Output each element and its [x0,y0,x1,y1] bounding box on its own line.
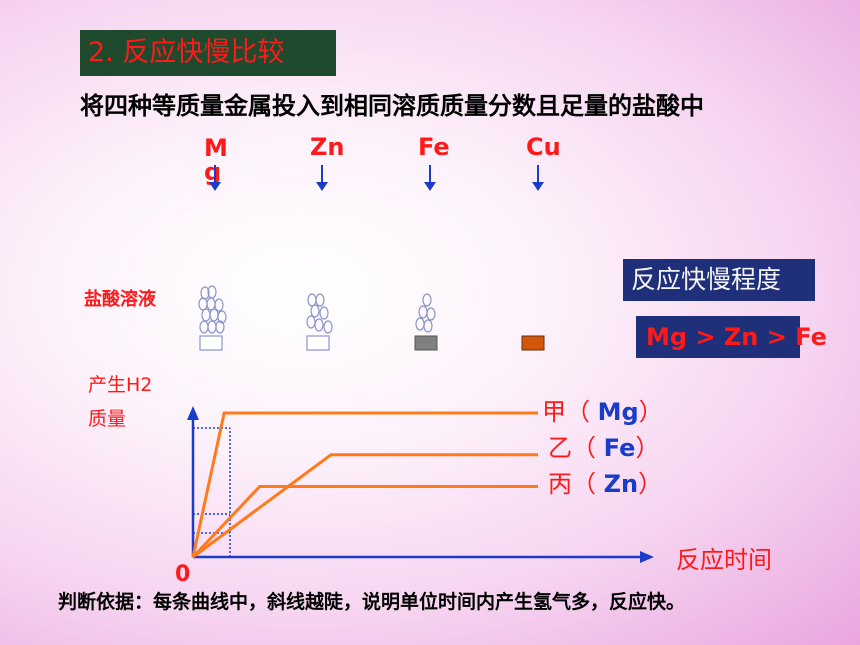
bubble-icon [323,320,333,334]
bubble-icon [215,320,225,334]
bubble-icon [315,293,325,307]
metal-label-fe: Fe [418,133,450,161]
y-axis-arrow-icon [187,406,199,420]
series-paren: （ [566,398,590,426]
series-paren: （ [572,434,596,462]
intro-text: 将四种等质量金属投入到相同溶质质量分数且足量的盐酸中 [80,92,704,120]
series-label-fe: 乙（ Fe） [548,428,659,463]
bubble-icon [214,298,224,312]
series-paren: ） [638,398,663,426]
down-arrow-icon [209,165,221,191]
bubble-icon [423,319,433,333]
acid-label: 盐酸溶液 [84,289,156,310]
page-title: 2. 反应快慢比较 [80,30,336,76]
bubble-icon [314,318,324,332]
footer-note: 判断依据：每条曲线中，斜线越陡，说明单位时间内产生氢气多，反应快。 [58,591,686,613]
metal-label-zn: Zn [310,133,345,161]
chart-ylabel: 产生H2 质量 [88,368,178,436]
bubble-icon [217,310,227,324]
x-axis-arrow-icon [640,551,654,563]
metal-block-cu [521,335,545,351]
series-metal: Fe [603,434,636,462]
bubble-icon [422,293,432,307]
series-label-mg: 甲（ Mg） [542,392,663,427]
bubble-icon [426,307,436,321]
series-label-zn: 丙（ Zn） [548,464,662,499]
metal-label-cu: Cu [526,133,561,161]
series-line-zn [191,484,538,559]
bubble-icon [310,304,320,318]
down-arrow-icon [532,165,544,191]
metal-block-mg [199,335,223,351]
series-name: 丙 [548,470,572,498]
series-name: 乙 [548,434,572,462]
series-line-mg [191,411,538,558]
metal-label-mg: Mg [204,134,228,186]
down-arrow-icon [424,165,436,191]
metal-block-zn [306,335,330,351]
series-paren: （ [572,470,596,498]
speed-title-box: 反应快慢程度 [623,259,815,301]
chart-ylabel-line: 产生H2 [88,374,153,396]
chart-origin: 0 [175,562,191,587]
series-metal: Mg [597,398,639,426]
chart-ylabel-line: 质量 [88,408,127,430]
series-paren: ） [638,470,663,498]
series-line-fe [192,453,538,559]
bubble-icon [319,306,329,320]
series-name: 甲 [542,398,566,426]
down-arrow-icon [316,165,328,191]
speed-order-box: Mg > Zn > Fe [636,316,827,358]
chart-xlabel: 反应时间 [676,546,772,574]
series-paren: ） [635,434,660,462]
series-metal: Zn [603,470,639,498]
metal-block-fe [414,335,438,351]
